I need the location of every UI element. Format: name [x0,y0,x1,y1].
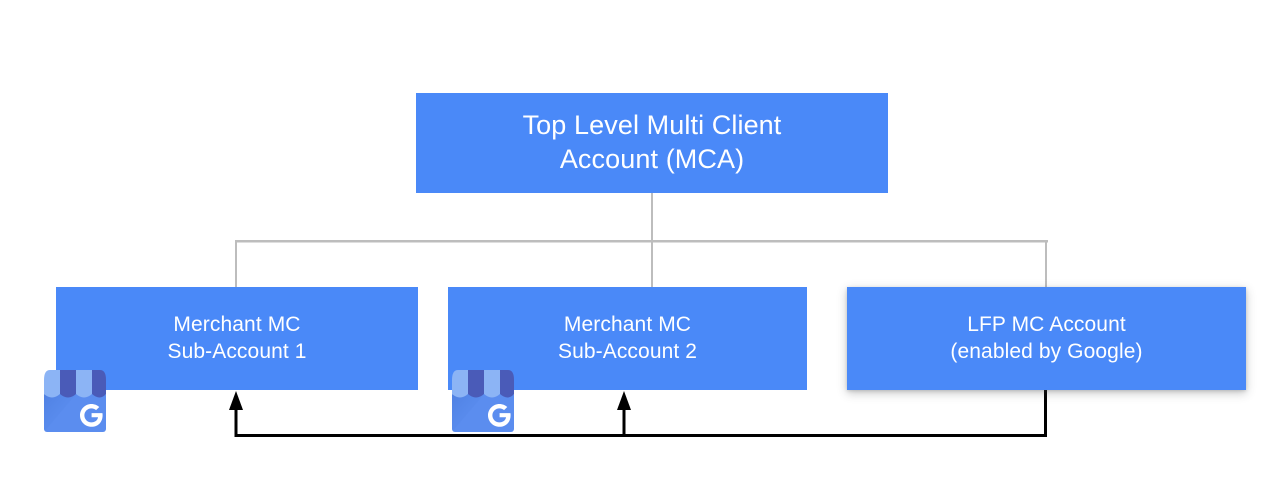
arrowhead-into-sub2 [617,391,631,410]
node-top-level-mca-label: Top Level Multi Client Account (MCA) [522,110,782,174]
storefront-body-shadow [44,392,78,432]
awning-stripe-4 [92,370,106,398]
storefront-body-shadow [452,392,486,432]
awning-stripe-2 [60,370,76,398]
lfp-feed-connectors [234,390,1047,437]
google-g-letter [488,404,511,427]
awning-stripe-1 [44,370,60,398]
node-merchant-sub-account-1[interactable]: Merchant MC Sub-Account 1 [56,287,418,390]
google-g-letter [80,404,103,427]
awning-stripe-3 [484,370,500,398]
node-merchant-sub-account-1-label: Merchant MC Sub-Account 1 [167,313,307,363]
arrowhead-into-sub1 [229,391,243,410]
awning-stripe-3 [76,370,92,398]
google-business-profile-icon [452,370,514,432]
node-top-level-mca[interactable]: Top Level Multi Client Account (MCA) [416,93,888,193]
storefront-awning [452,370,514,398]
awning-stripe-1 [452,370,468,398]
storefront-awning [44,370,106,398]
google-business-profile-icon [44,370,106,432]
node-lfp-mc-account-label: LFP MC Account (enabled by Google) [950,313,1143,363]
awning-stripe-4 [500,370,514,398]
node-lfp-mc-account[interactable]: LFP MC Account (enabled by Google) [847,287,1246,390]
awning-stripe-2 [468,370,484,398]
node-merchant-sub-account-2-label: Merchant MC Sub-Account 2 [557,313,698,363]
lfp-feed-arrowheads [229,391,631,410]
hierarchy-connectors [234,193,1048,288]
